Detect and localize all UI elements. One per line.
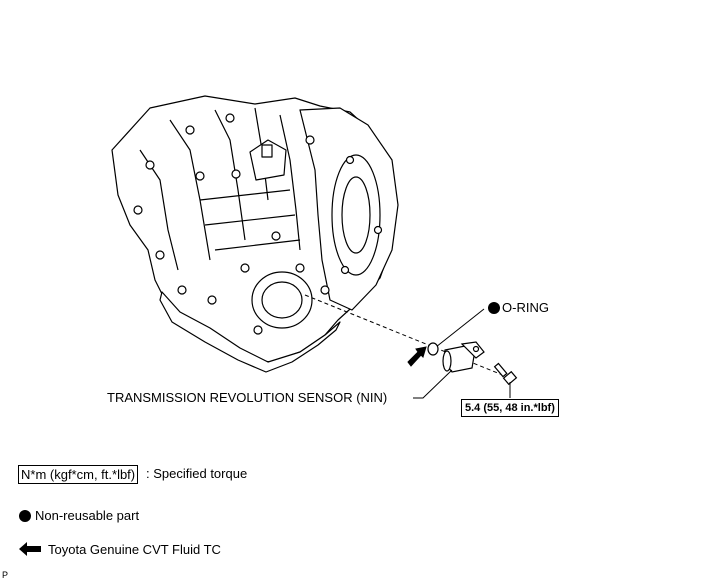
o-ring-label: O-RING	[502, 300, 549, 315]
non-reusable-dot-icon	[488, 302, 500, 314]
sensor-bolt	[493, 362, 518, 386]
fluid-apply-arrow-icon	[407, 346, 427, 367]
o-ring	[427, 342, 439, 356]
installation-axis	[304, 294, 511, 379]
torque-unit-desc: : Specified torque	[146, 466, 248, 481]
figure-code: P	[2, 570, 9, 580]
fluid-label: Toyota Genuine CVT Fluid TC	[48, 542, 221, 557]
filled-circle-icon	[19, 510, 31, 522]
sensor-label: TRANSMISSION REVOLUTION SENSOR (NIN)	[107, 390, 388, 405]
transmission-assembly	[111, 95, 399, 373]
torque-unit-box: N*m (kgf*cm, ft.*lbf)	[18, 465, 139, 484]
non-reusable-label: Non-reusable part	[35, 508, 140, 523]
torque-spec-box: 5.4 (55, 48 in.*lbf)	[461, 399, 559, 417]
left-arrow-icon	[19, 542, 41, 556]
o-ring-leader	[435, 308, 485, 348]
sensor-leader	[413, 369, 453, 399]
revolution-sensor	[442, 341, 485, 373]
